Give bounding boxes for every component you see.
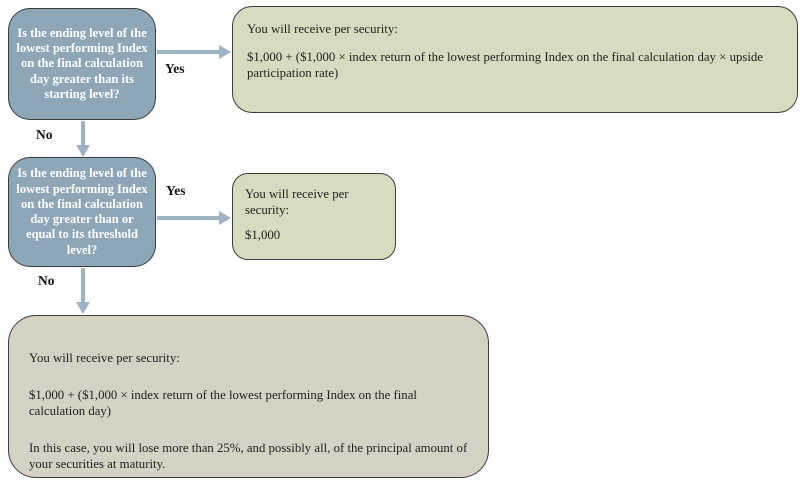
result-3-heading: You will receive per security: — [29, 351, 180, 365]
question-2-text: Is the ending level of the lowest perfor… — [16, 166, 148, 257]
question-1-text: Is the ending level of the lowest perfor… — [16, 25, 148, 101]
result-1-heading: You will receive per security: — [247, 22, 398, 36]
label-q2-no: No — [38, 273, 55, 288]
arrow-head-right-icon — [219, 211, 231, 225]
question-box-threshold-level: Is the ending level of the lowest perfor… — [8, 157, 156, 267]
arrow-shaft — [81, 268, 85, 303]
label-q2-yes: Yes — [166, 183, 186, 198]
label-q1-yes: Yes — [165, 61, 185, 76]
result-1-formula: $1,000 + ($1,000 × index return of the l… — [247, 50, 763, 81]
result-2-amount: $1,000 — [245, 228, 281, 243]
arrow-head-down-icon — [76, 145, 90, 157]
result-box-par: You will receive per security: $1,000 — [232, 173, 396, 260]
arrow-shaft — [81, 121, 85, 146]
arrow-q2-no-down — [76, 268, 90, 314]
arrow-shaft — [157, 216, 220, 220]
result-2-heading: You will receive per security: — [245, 187, 349, 218]
result-3-risk-note: In this case, you will lose more than 25… — [29, 441, 468, 472]
result-box-upside: You will receive per security: $1,000 + … — [232, 6, 798, 113]
arrow-shaft — [157, 50, 220, 54]
result-3-formula: $1,000 + ($1,000 × index return of the l… — [29, 388, 417, 419]
question-box-starting-level: Is the ending level of the lowest perfor… — [8, 8, 156, 120]
label-q1-no: No — [36, 127, 53, 142]
arrow-head-right-icon — [219, 45, 231, 59]
arrow-q1-yes-right — [157, 45, 231, 59]
arrow-head-down-icon — [76, 302, 90, 314]
arrow-q2-yes-right — [157, 211, 231, 225]
arrow-q1-no-down — [76, 121, 90, 157]
result-box-loss: You will receive per security: $1,000 + … — [8, 315, 489, 478]
